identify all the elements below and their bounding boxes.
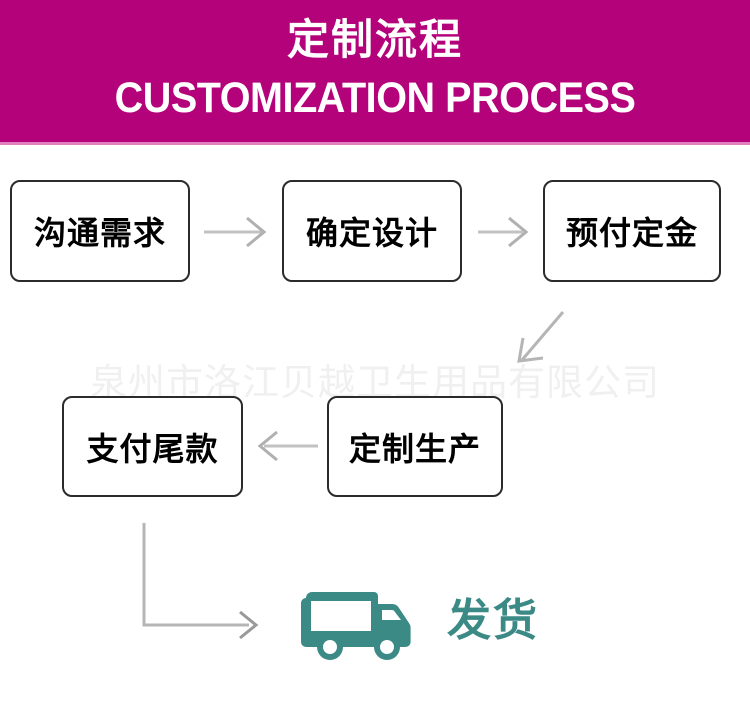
header-banner-stripe xyxy=(0,142,750,145)
arrow-box4-to-shipping xyxy=(142,523,259,640)
step-label: 确定设计 xyxy=(305,214,438,252)
step-box-confirm-design[interactable]: 确定设计 xyxy=(282,180,462,282)
page-title-english: CUSTOMIZATION PROCESS xyxy=(114,74,636,122)
step-box-communicate-requirements[interactable]: 沟通需求 xyxy=(10,180,190,282)
arrow-box3-to-box5 xyxy=(517,311,565,363)
delivery-truck-icon xyxy=(301,592,411,660)
step-label: 沟通需求 xyxy=(33,214,166,252)
step-box-custom-production[interactable]: 定制生产 xyxy=(327,396,503,497)
arrow-box2-to-box3 xyxy=(478,216,529,248)
arrow-box5-to-box4 xyxy=(257,430,318,462)
arrow-box1-to-box2 xyxy=(204,216,267,248)
step-box-prepay-deposit[interactable]: 预付定金 xyxy=(543,180,721,282)
step-label: 定制生产 xyxy=(348,429,481,468)
shipping-label: 发货 xyxy=(447,595,539,646)
step-box-pay-balance[interactable]: 支付尾款 xyxy=(62,396,243,497)
step-label: 支付尾款 xyxy=(86,429,219,468)
page-title-chinese: 定制流程 xyxy=(286,15,463,64)
step-label: 预付定金 xyxy=(565,214,698,252)
header-banner xyxy=(0,0,750,142)
